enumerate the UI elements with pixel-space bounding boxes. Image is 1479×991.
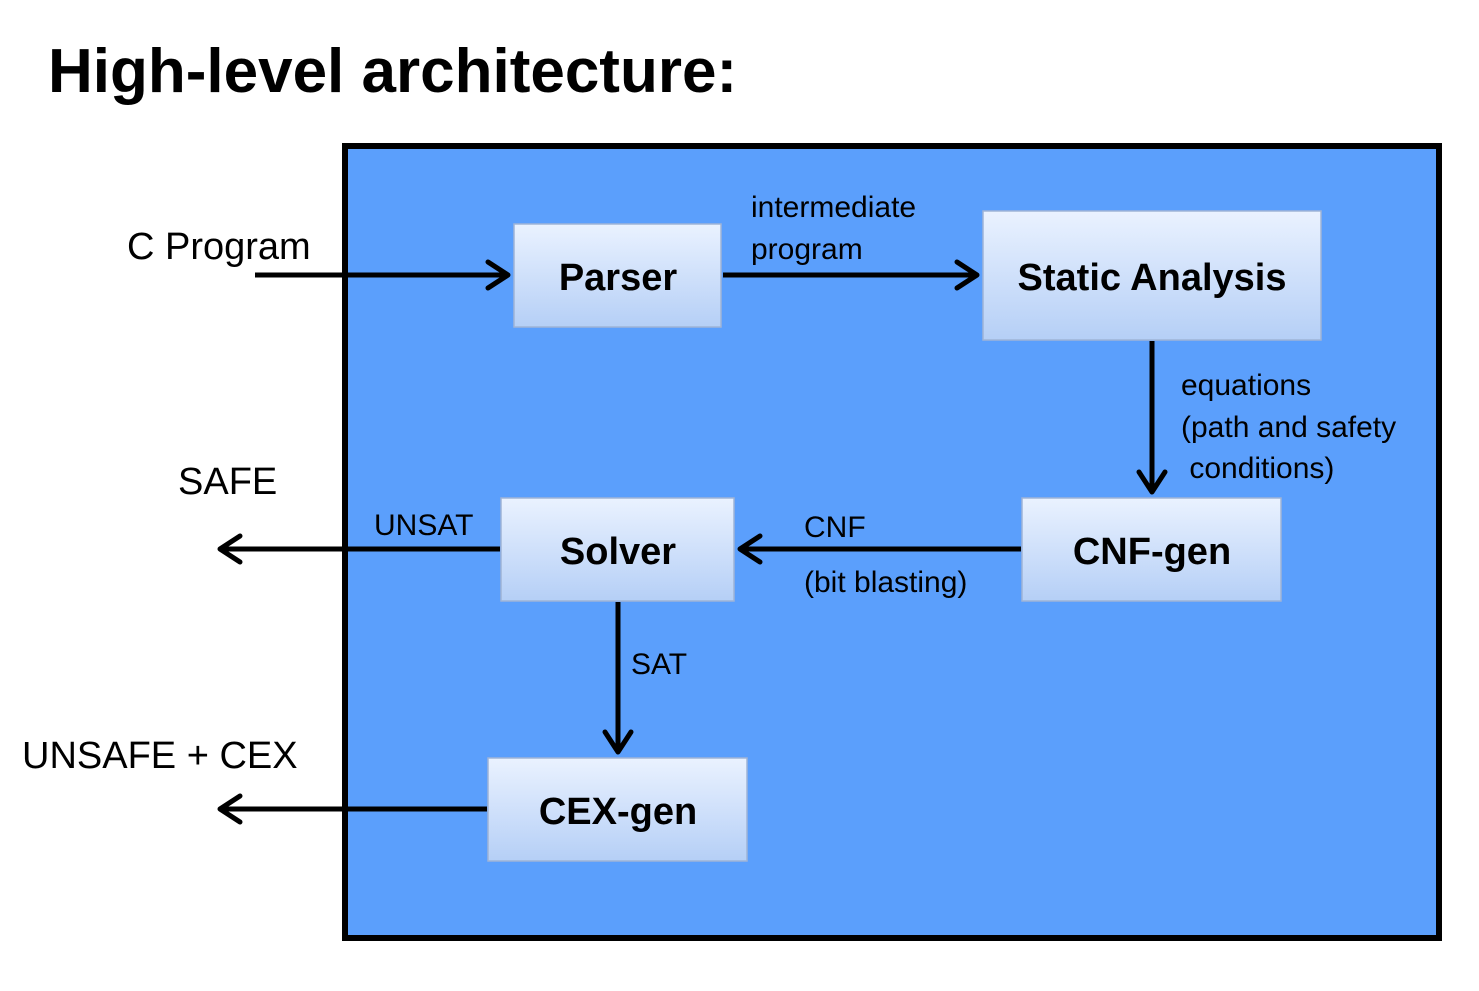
- edge-label-program: program: [751, 233, 863, 266]
- static-analysis-box: [982, 210, 1322, 341]
- edge-label-unsat: UNSAT: [374, 509, 473, 542]
- solver-node: Solver: [500, 497, 735, 602]
- arrow-static-to-cnf: [1136, 341, 1168, 495]
- cnf-gen-box: [1021, 497, 1282, 602]
- parser-label: Parser: [559, 257, 678, 299]
- arrow-solver-to-cex: [602, 602, 634, 755]
- cnf-gen-node: CNF-gen: [1021, 497, 1282, 602]
- page-title: High-level architecture:: [48, 37, 737, 106]
- cnf-gen-label: CNF-gen: [1073, 531, 1231, 573]
- edge-label-cnf: CNF: [804, 511, 866, 544]
- parser-node: Parser: [513, 223, 722, 328]
- arrow-parser-to-static: [723, 259, 980, 291]
- edge-label-conditions: conditions): [1181, 452, 1334, 485]
- arrow-sat-head: [602, 729, 634, 755]
- arrow-unsafe-head: [217, 793, 243, 825]
- static-analysis-node: Static Analysis: [982, 210, 1322, 341]
- solver-label: Solver: [560, 531, 676, 573]
- arrow-cnf-head: [737, 533, 763, 565]
- arrow-cnf-to-solver: [737, 533, 1021, 565]
- cex-gen-label: CEX-gen: [539, 791, 697, 833]
- edge-label-sat: SAT: [631, 648, 687, 681]
- arrow-input-to-parser: [255, 259, 511, 291]
- io-label-c-program: C Program: [127, 226, 311, 268]
- solver-box: [500, 497, 735, 602]
- edge-label-equations: equations: [1181, 369, 1311, 402]
- arrow-input-head: [485, 259, 511, 291]
- cex-gen-node: CEX-gen: [487, 757, 748, 862]
- arrow-solver-to-safe: [217, 533, 500, 565]
- arrow-unsat-head: [217, 533, 243, 565]
- parser-box: [513, 223, 722, 328]
- arrow-parser-head: [954, 259, 980, 291]
- edge-label-bit-blasting: (bit blasting): [804, 566, 967, 599]
- arrow-static-head: [1136, 469, 1168, 495]
- edge-label-intermediate: intermediate: [751, 191, 916, 224]
- cex-gen-box: [487, 757, 748, 862]
- io-label-unsafe-cex: UNSAFE + CEX: [22, 735, 298, 777]
- edge-label-path-safety: (path and safety: [1181, 411, 1396, 444]
- static-analysis-label: Static Analysis: [1018, 257, 1287, 299]
- arrow-cex-to-unsafe: [217, 793, 487, 825]
- io-label-safe: SAFE: [178, 461, 277, 503]
